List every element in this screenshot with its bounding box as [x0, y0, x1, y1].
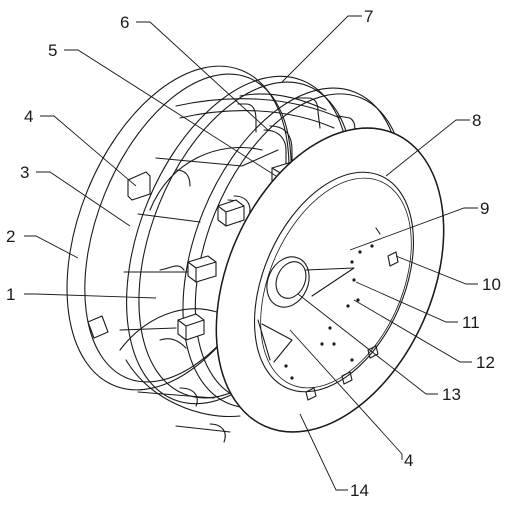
leader-lines — [24, 15, 478, 491]
label-part-2: 2 — [6, 227, 15, 246]
label-part-8: 8 — [472, 111, 481, 130]
label-part-10: 10 — [482, 275, 501, 294]
label-part-3: 3 — [20, 163, 29, 182]
inner-drum — [119, 146, 263, 418]
label-part-14: 14 — [350, 481, 369, 500]
label-part-4-lower: 4 — [404, 451, 413, 470]
label-part-6: 6 — [120, 13, 129, 32]
label-part-13: 13 — [442, 385, 461, 404]
label-part-4-upper: 4 — [24, 107, 33, 126]
label-part-12: 12 — [476, 353, 495, 372]
label-part-5: 5 — [48, 41, 57, 60]
label-part-1: 1 — [6, 285, 15, 304]
label-part-11: 11 — [462, 313, 480, 332]
cage-rods — [119, 93, 341, 433]
front-ring — [215, 127, 445, 433]
label-part-9: 9 — [480, 199, 489, 218]
part-labels: 1 2 3 4 5 6 7 8 9 10 11 12 13 4 14 — [6, 7, 501, 500]
label-part-7: 7 — [364, 7, 373, 26]
bent-tubes — [159, 97, 356, 443]
